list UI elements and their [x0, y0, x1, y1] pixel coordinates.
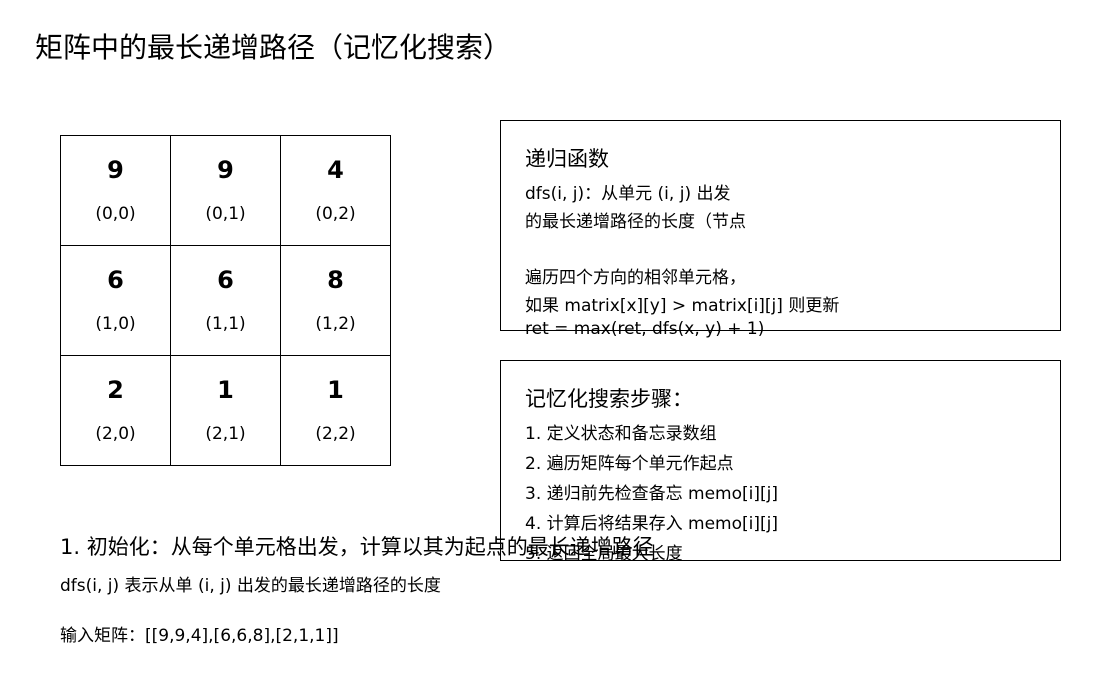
page-title: 矩阵中的最长递增路径（记忆化搜索）: [35, 31, 512, 64]
recursive-function-line: 的最长递增路径的长度（节点: [525, 212, 746, 232]
recursive-function-box: 递归函数 dfs(i, j)：从单元 (i, j) 出发 的最长递增路径的长度（…: [500, 120, 1061, 339]
recursive-function-line: 如果 matrix[x][y] > matrix[i][j] 则更新: [525, 296, 840, 316]
cell-value: 8: [327, 266, 344, 294]
cell-coord: (1,0): [95, 314, 136, 334]
input-matrix-label: 输入矩阵：[[9,9,4],[6,6,8],[2,1,1]]: [60, 626, 339, 646]
matrix-cell: 1 (2,2): [280, 355, 391, 466]
cell-coord: (1,2): [315, 314, 356, 334]
matrix-cell: 4 (0,2): [280, 135, 391, 246]
memoization-step: 4. 计算后将结果存入 memo[i][j]: [525, 514, 778, 534]
cell-value: 1: [327, 376, 344, 404]
cell-value: 1: [217, 376, 234, 404]
cell-value: 6: [107, 266, 124, 294]
memoization-step: 5. 返回全局最大长度: [525, 544, 683, 564]
cell-coord: (0,0): [95, 204, 136, 224]
matrix-cell: 6 (1,0): [60, 245, 171, 356]
cell-coord: (2,2): [315, 424, 356, 444]
step-heading: 1. 初始化：从每个单元格出发，计算以其为起点的最长递增路径: [60, 535, 654, 559]
cell-coord: (1,1): [205, 314, 246, 334]
cell-value: 6: [217, 266, 234, 294]
memoization-steps-title: 记忆化搜索步骤：: [525, 387, 693, 411]
memoization-steps-box: 记忆化搜索步骤： 1. 定义状态和备忘录数组 2. 遍历矩阵每个单元作起点 3.…: [500, 360, 1061, 564]
recursive-function-line: ret = max(ret, dfs(x, y) + 1): [525, 319, 765, 339]
matrix-cell: 8 (1,2): [280, 245, 391, 356]
recursive-function-title: 递归函数: [525, 147, 609, 171]
cell-coord: (0,2): [315, 204, 356, 224]
matrix-cell: 2 (2,0): [60, 355, 171, 466]
matrix-cell: 9 (0,0): [60, 135, 171, 246]
memoization-step: 2. 遍历矩阵每个单元作起点: [525, 454, 734, 474]
recursive-function-line: 遍历四个方向的相邻单元格，: [525, 268, 746, 288]
cell-coord: (2,1): [205, 424, 246, 444]
cell-value: 9: [107, 156, 124, 184]
cell-value: 4: [327, 156, 344, 184]
matrix-grid: 9 (0,0) 9 (0,1) 4 (0,2) 6 (1,0) 6 (1,1) 8 (1,2…: [60, 135, 391, 466]
cell-coord: (2,0): [95, 424, 136, 444]
matrix-cell: 1 (2,1): [170, 355, 281, 466]
cell-value: 2: [107, 376, 124, 404]
memoization-step: 3. 递归前先检查备忘 memo[i][j]: [525, 484, 778, 504]
memoization-step: 1. 定义状态和备忘录数组: [525, 424, 717, 444]
step-description: dfs(i, j) 表示从单 (i, j) 出发的最长递增路径的长度: [60, 576, 441, 596]
matrix-cell: 6 (1,1): [170, 245, 281, 356]
cell-coord: (0,1): [205, 204, 246, 224]
cell-value: 9: [217, 156, 234, 184]
matrix-cell: 9 (0,1): [170, 135, 281, 246]
recursive-function-line: dfs(i, j)：从单元 (i, j) 出发: [525, 184, 731, 204]
